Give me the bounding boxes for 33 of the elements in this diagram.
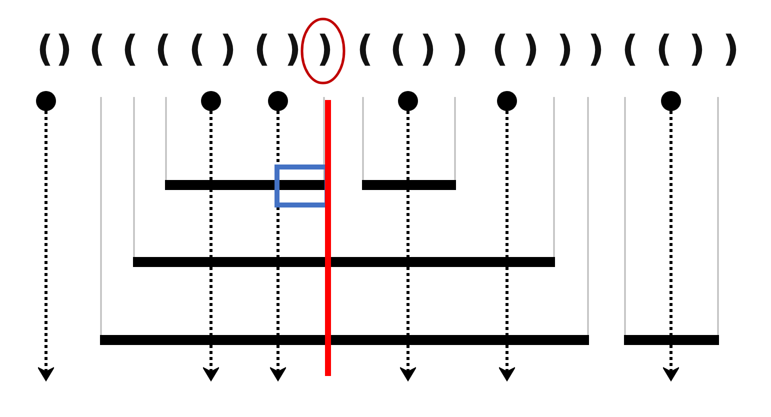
parenthesis-symbol: ) xyxy=(556,30,574,70)
dot-marker xyxy=(661,91,681,111)
parenthesis-symbol: ( xyxy=(390,30,406,70)
parenthesis-symbol: ( xyxy=(36,30,54,70)
parenthesis-symbol: ) xyxy=(722,30,740,70)
parenthesis-symbol: ( xyxy=(154,30,172,70)
parenthesis-symbol: ( xyxy=(492,30,508,70)
dotted-arrow xyxy=(499,111,515,381)
parenthesis-symbol: ) xyxy=(688,30,706,70)
dotted-arrow xyxy=(400,111,416,381)
parenthesis-symbol: ( xyxy=(356,30,374,70)
parenthesis-symbol: ( xyxy=(188,30,206,70)
parenthesis-symbol: ) xyxy=(522,30,540,70)
parenthesis-symbol: ( xyxy=(656,30,672,70)
parenthesis-symbol: ( xyxy=(622,30,638,70)
dot-marker xyxy=(36,91,56,111)
parenthesis-symbol: ) xyxy=(420,30,436,70)
dotted-arrow xyxy=(203,111,219,381)
parenthesis-symbol: ) xyxy=(452,30,468,70)
parenthesis-symbol: ) xyxy=(56,30,72,70)
dot-marker xyxy=(398,91,418,111)
dot-marker xyxy=(268,91,288,111)
parenthesis-symbol: ) xyxy=(316,30,334,70)
parenthesis-symbol: ) xyxy=(588,30,604,70)
parenthesis-symbol: ) xyxy=(220,30,236,70)
dot-marker xyxy=(201,91,221,111)
parenthesis-symbol: ( xyxy=(254,30,270,70)
parenthesis-symbol: ( xyxy=(122,30,138,70)
parenthesis-symbol: ) xyxy=(284,30,302,70)
dotted-arrow xyxy=(663,111,679,381)
dotted-arrow xyxy=(38,111,54,381)
parenthesis-symbol: ( xyxy=(88,30,106,70)
dot-marker xyxy=(497,91,517,111)
